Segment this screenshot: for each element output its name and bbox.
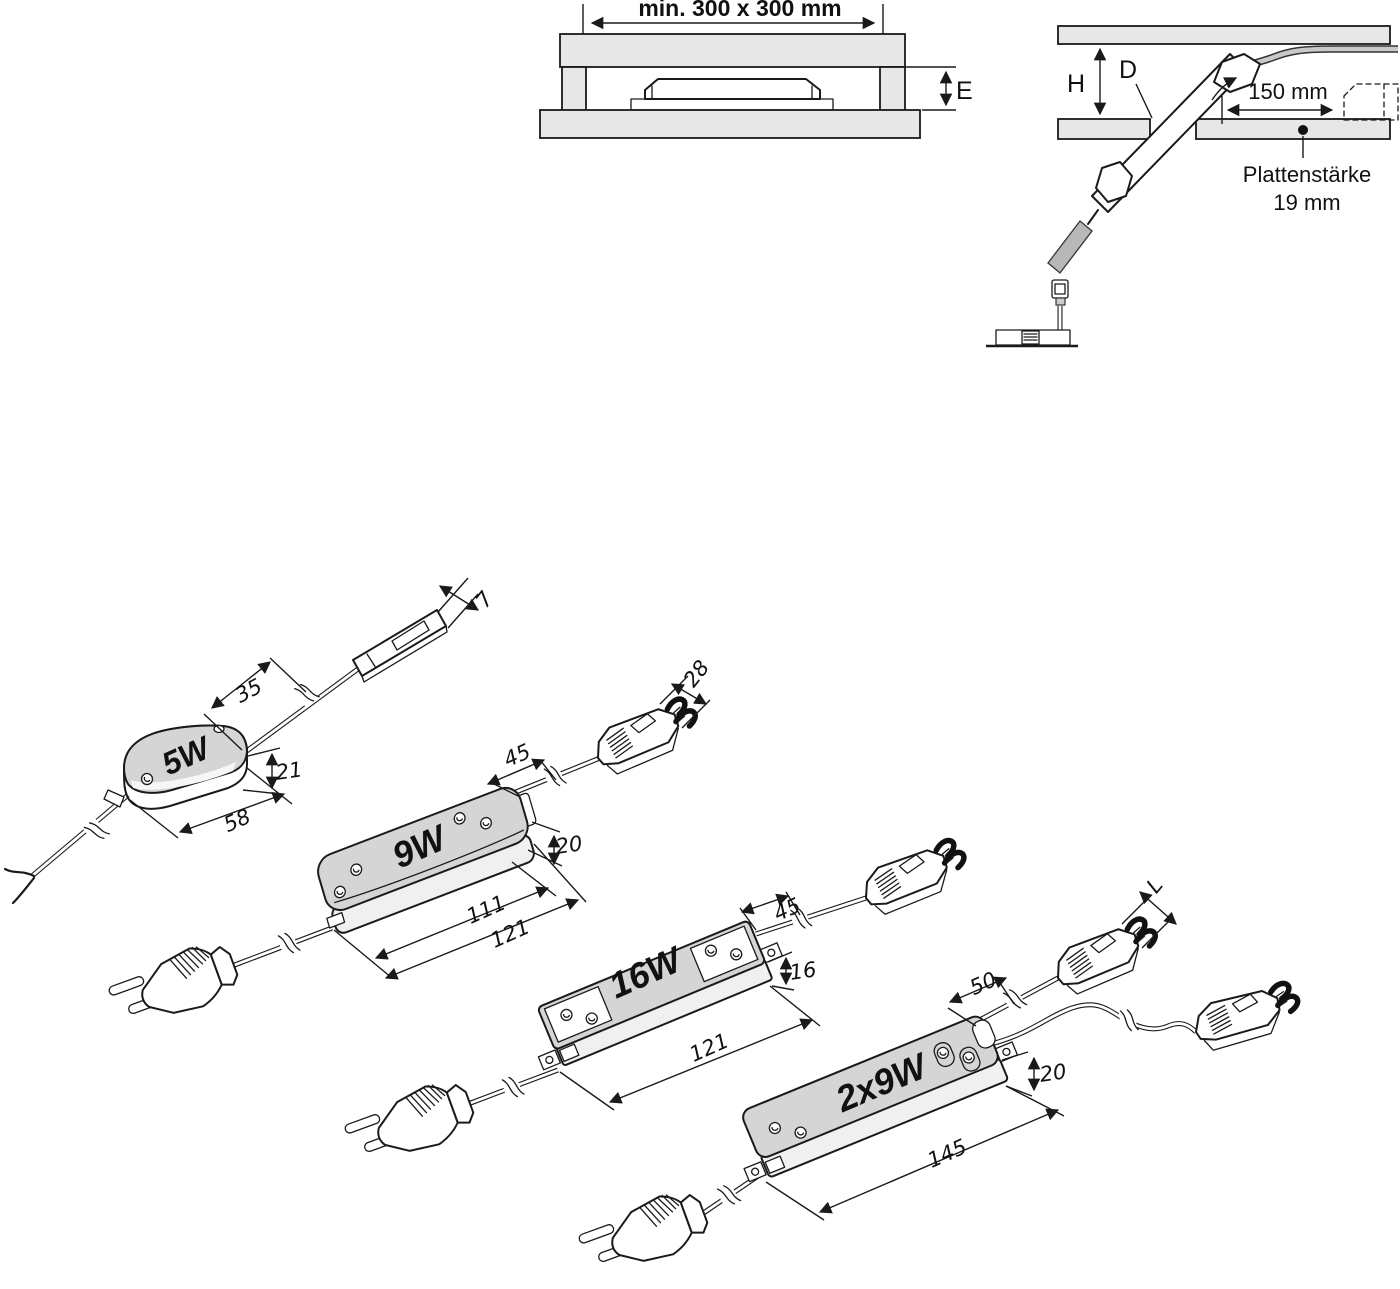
dim-2x9w-connector: L	[1142, 873, 1168, 897]
dim-2x9w-height: 20	[1038, 1059, 1068, 1086]
top-panel	[559, 33, 906, 68]
upper-shelf-panel	[1057, 25, 1391, 45]
panel-thickness-dot	[1298, 125, 1308, 135]
installation-diagram: H D 150 mm Plattenstärke 19 mm	[986, 25, 1399, 348]
clearance-diagram: min. 300 x 300 mm E	[539, 0, 973, 139]
right-spacer	[879, 66, 906, 112]
dim-2x9w-length: 145	[924, 1134, 970, 1172]
lamp-tube	[1047, 53, 1261, 274]
bare-wire	[11, 876, 36, 905]
euro-plug	[103, 935, 245, 1036]
dim-9w-height: 20	[554, 831, 584, 858]
recess-height-label: E	[956, 77, 973, 105]
bottom-panel	[539, 109, 921, 139]
distributor-connector-2	[1188, 975, 1305, 1057]
bare-wire	[3, 867, 36, 878]
edge-distance-label: 150 mm	[1248, 79, 1327, 104]
dim-5w-length: 58	[220, 804, 254, 837]
clearance-height-label: H	[1067, 70, 1085, 98]
panel-thickness-label-1: Plattenstärke	[1243, 162, 1371, 187]
euro-plug	[339, 1073, 481, 1174]
rotate-arrow	[1211, 77, 1238, 101]
lower-panel-right	[1195, 118, 1391, 140]
drill-hole-label: D	[1119, 56, 1137, 84]
driver-16w-body	[537, 920, 783, 1071]
recessed-luminaire	[630, 78, 834, 111]
min-area-label: min. 300 x 300 mm	[638, 0, 841, 21]
dim-16w-height: 16	[788, 957, 818, 984]
driver-5w-body	[103, 724, 248, 810]
driver-2x9w: 2x9W 50 L 20 145	[573, 873, 1305, 1284]
dim-16w-length: 121	[686, 1028, 732, 1066]
flat-led-connector	[352, 609, 448, 683]
left-spacer	[561, 66, 587, 112]
cable-rod	[1047, 220, 1093, 274]
distributor-connector	[856, 832, 973, 923]
driver-16w: 16W 45 16 121	[339, 832, 974, 1174]
dim-9w-connector: 28	[679, 656, 714, 692]
plug-and-base	[986, 279, 1078, 348]
dashed-lamp-position	[1343, 83, 1399, 121]
dim-2x9w-cable: 50	[966, 967, 1000, 1000]
drill-hole-leader	[1135, 83, 1153, 119]
distributor-connector-1	[1048, 910, 1165, 1002]
distributor-connector	[588, 690, 705, 782]
dim-5w-height: 21	[274, 757, 304, 784]
lower-panel-left	[1057, 118, 1151, 140]
dim-5w-cable: 35	[231, 674, 266, 708]
euro-plug	[573, 1183, 715, 1284]
panel-thickness-label-2: 19 mm	[1273, 190, 1340, 215]
lamp-grip	[1095, 161, 1133, 203]
driver-9w: 9W 28 45 20 111 121	[103, 656, 714, 1036]
driver-5w: 5W 35 21 58 7	[3, 577, 498, 905]
